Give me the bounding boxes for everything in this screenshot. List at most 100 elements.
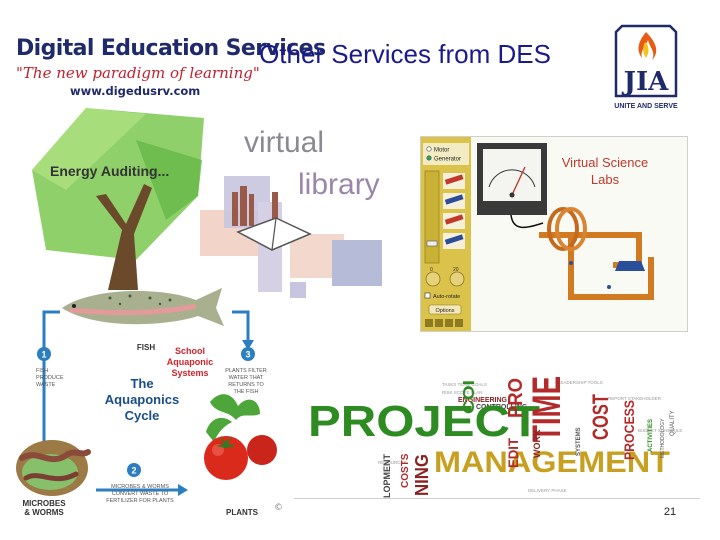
aquaponics-title-line2: Aquaponics (105, 392, 179, 407)
meter-scale (488, 169, 536, 188)
radio-motor[interactable] (426, 146, 432, 152)
jia-letters: JIA (622, 67, 669, 97)
jia-logo: JIA UNITE AND SERVE (614, 24, 678, 110)
energy-auditing-label: Energy Auditing... (50, 163, 169, 179)
aquaponics-title-line3: Cycle (125, 408, 160, 423)
microbes-label-line1: MICROBES (22, 499, 66, 508)
des-logo: Digital Education Services "The new para… (16, 36, 326, 106)
cycle-arrow-left (42, 310, 60, 452)
svg-text:FERTILIZER FOR PLANTS: FERTILIZER FOR PLANTS (106, 498, 174, 504)
svg-text:MICROBES & WORMS: MICROBES & WORMS (111, 484, 169, 490)
des-logo-tagline: "The new paradigm of learning" (16, 64, 260, 82)
school-label-line2: Aquaponic (167, 357, 214, 367)
science-labs-canvas: Motor Generator 0 20 Auto-rotate Options (421, 137, 654, 331)
magnet-icon (615, 261, 645, 271)
svg-text:RISK SCOPE PLAN: RISK SCOPE PLAN (442, 390, 483, 395)
library-tile-4 (332, 240, 382, 286)
meter-wire (510, 214, 544, 229)
slide-page-number: 21 (663, 506, 677, 518)
labs-slider-track[interactable] (424, 170, 440, 264)
microbes-label-line2: & WORMS (24, 508, 64, 517)
cloud-filler-words: TASKS TEAM GOALS RISK SCOPE PLAN LEADERS… (378, 380, 682, 493)
labs-tool-icons (443, 173, 465, 249)
labs-bottom-toolbar[interactable] (425, 319, 463, 327)
step-1-marker (37, 347, 51, 361)
labs-dial-right-label: 20 (453, 267, 459, 273)
fish-note: FISH PRODUCE WASTE (36, 368, 64, 388)
word-edit: EDIT (505, 438, 521, 468)
content-frame-line (294, 498, 700, 522)
flame-icon (638, 32, 657, 60)
word-engineering: ENGINEERING (458, 397, 508, 404)
labs-mode-box (423, 143, 469, 165)
word-methodology: METHODOLOGY (660, 418, 666, 458)
svg-text:LEADERSHIP TOOLS: LEADERSHIP TOOLS (558, 380, 603, 385)
des-logo-name-emphasis: Education (100, 36, 219, 61)
word-controlling: CONTROLLING (476, 404, 528, 411)
svg-text:PRODUCE: PRODUCE (36, 375, 64, 381)
step-1-number: 1 (41, 350, 46, 360)
school-label-line3: Systems (171, 368, 208, 378)
word-management: MANAGEMENT (434, 446, 670, 479)
aquaponics-cycle-illustration: FISH School Aquaponic Systems The Aquapo… (16, 288, 277, 517)
coil-icon (547, 207, 579, 251)
copper-loop-lower (568, 237, 654, 300)
radio-motor-label: Motor (434, 148, 449, 154)
labs-title-line2: Labs (591, 172, 620, 187)
word-lopment: LOPMENT (382, 453, 392, 498)
tree-canopy-shadow (136, 140, 202, 220)
fish-label: FISH (137, 343, 155, 352)
svg-text:RETURNS TO: RETURNS TO (228, 382, 264, 388)
tree-trunk (96, 184, 152, 290)
step-2-marker (127, 463, 141, 477)
word-time: TIME (525, 376, 569, 442)
radio-generator[interactable] (426, 155, 432, 161)
microbes-worms-icon (16, 440, 91, 496)
word-work: WORK (532, 429, 542, 458)
labs-dial-right[interactable] (449, 271, 465, 287)
word-project: PROJECT (308, 397, 540, 446)
step-3-number: 3 (245, 350, 250, 360)
tree-canopy-highlight (32, 108, 146, 190)
radio-generator-label: Generator (434, 157, 461, 163)
school-label-line1: School (175, 346, 205, 356)
labs-slider-handle[interactable] (426, 240, 438, 247)
svg-text:WASTE: WASTE (36, 382, 56, 388)
step-3-marker (241, 347, 255, 361)
book-spines (232, 186, 278, 226)
word-activities: ACTIVITIES (648, 419, 654, 452)
plants-label: PLANTS (226, 508, 259, 517)
svg-text:DELIVERY PHASE: DELIVERY PHASE (528, 488, 567, 493)
jia-motto: UNITE AND SERVE (614, 103, 678, 110)
cycle-arrow-right (232, 310, 250, 344)
meter-needle (511, 166, 526, 196)
des-logo-name-prefix: Digital (16, 36, 101, 61)
word-cost: COST (588, 394, 613, 440)
trout-fish-icon (62, 288, 224, 326)
energy-auditing-illustration: Energy Auditing... (32, 108, 204, 290)
des-logo-name-suffix: Services (218, 36, 326, 61)
svg-text:PLANTS FILTER: PLANTS FILTER (225, 368, 266, 374)
svg-text:WATER THAT: WATER THAT (229, 375, 264, 381)
meter-face (483, 149, 541, 201)
labs-options-button[interactable] (428, 304, 462, 315)
svg-text:REPORT STAKEHOLDER: REPORT STAKEHOLDER (608, 396, 662, 401)
plants-note: PLANTS FILTER WATER THAT RETURNS TO THE … (225, 368, 266, 395)
labs-dial-left[interactable] (425, 271, 441, 287)
library-word-virtual: virtual (244, 126, 324, 159)
svg-text:THE FISH: THE FISH (233, 389, 258, 395)
svg-text:FISH: FISH (36, 368, 49, 374)
word-process: PROCESS (621, 400, 637, 460)
svg-text:RESOURCES: RESOURCES (378, 460, 407, 465)
svg-text:TASKS TEAM GOALS: TASKS TEAM GOALS (442, 382, 487, 387)
step-2-number: 2 (131, 466, 136, 476)
svg-text:CONVERT WASTE TO: CONVERT WASTE TO (112, 491, 169, 497)
jia-shield-outline (614, 24, 678, 98)
slide-title: Other Services from DES (259, 39, 551, 69)
tomato-plant-icon (204, 394, 277, 480)
virtual-science-labs-screenshot: Motor Generator 0 20 Auto-rotate Options (420, 136, 688, 332)
auto-rotate-checkbox[interactable] (424, 292, 431, 299)
aquaponics-title-line1: The (130, 376, 153, 391)
project-management-word-cloud: TASKS TEAM GOALS RISK SCOPE PLAN LEADERS… (308, 376, 682, 498)
copper-loop (539, 232, 642, 268)
